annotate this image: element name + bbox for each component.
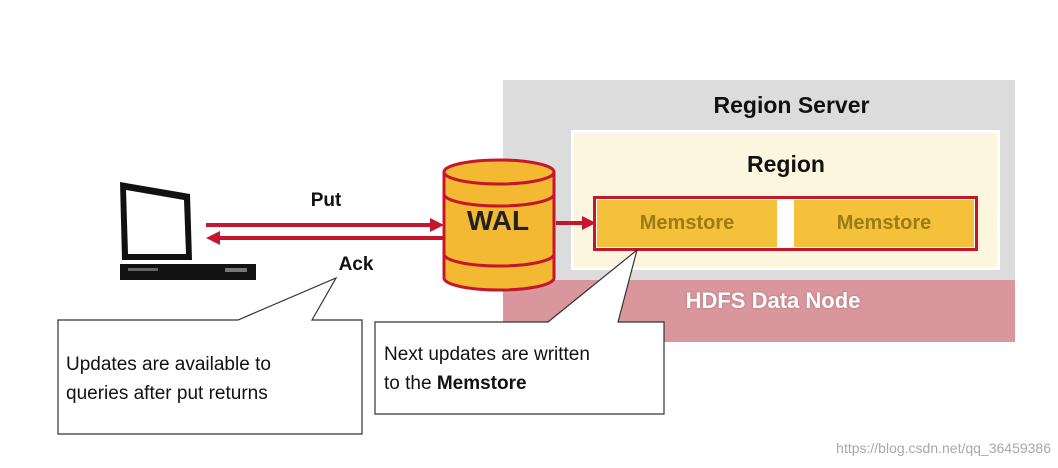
callout-left-shape [57,276,363,435]
callout-left-line2: queries after put returns [66,383,268,404]
database-cylinder-icon [442,158,556,292]
memstore-1: Memstore [597,200,777,247]
ack-label: Ack [338,254,374,275]
put-arrow [206,218,444,232]
region-server-title: Region Server [713,92,870,118]
wal-label: WAL [466,205,530,236]
callout-right-line1: Next updates are written [384,344,590,365]
callout-right-shape [374,248,665,415]
watermark: https://blog.csdn.net/qq_36459386 [836,440,1051,456]
wal-to-memstore-arrow [556,216,596,230]
callout-right-line2: to the Memstore [384,369,660,398]
callout-right-line2-bold: Memstore [436,373,527,394]
hdfs-data-node-label: HDFS Data Node [685,288,861,313]
laptop-icon [120,182,256,280]
callout-left-text: Updates are available to queries after p… [66,350,356,408]
callout-right-line2-prefix: to the [384,373,437,394]
put-label: Put [310,190,342,211]
ack-arrow [206,231,444,245]
memstore-2: Memstore [794,200,974,247]
callout-right-text: Next updates are written to the Memstore [384,340,660,398]
region-title: Region [747,151,825,177]
callout-left-line1: Updates are available to [66,354,271,375]
